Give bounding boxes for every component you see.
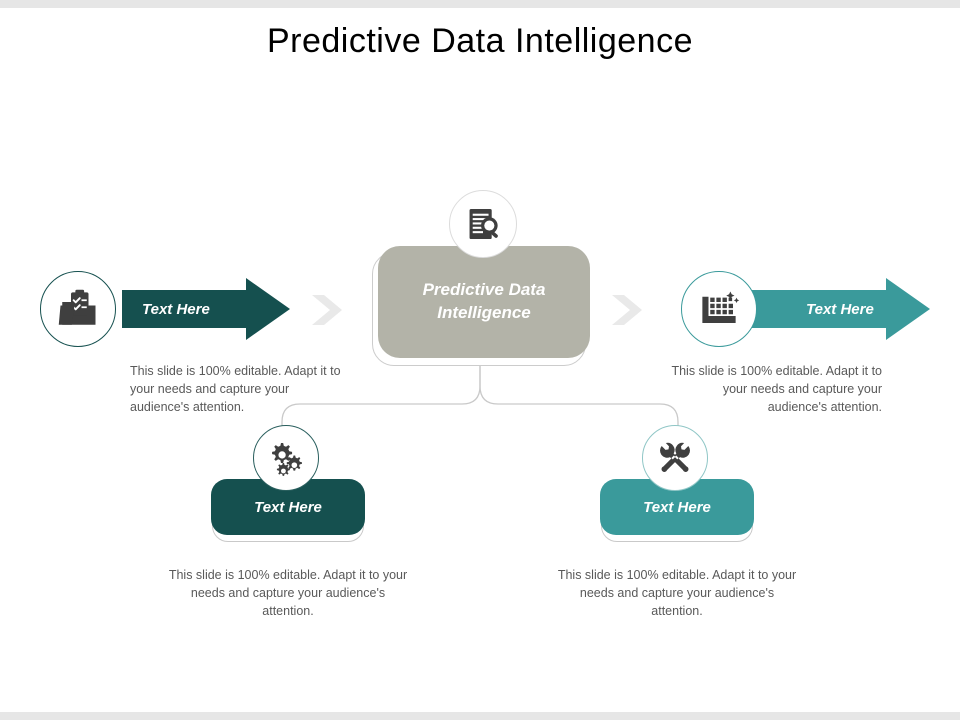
left-arrow[interactable]: Text Here (122, 278, 290, 340)
document-search-icon-badge[interactable] (449, 190, 517, 258)
bottom-left-box-label: Text Here (254, 498, 322, 516)
right-description: This slide is 100% editable. Adapt it to… (671, 364, 882, 415)
keyboard-sparkle-icon (702, 291, 740, 323)
top-edge-band (0, 0, 960, 8)
tools-icon (660, 442, 690, 472)
bottom-left-box[interactable]: Text Here (211, 479, 365, 535)
left-arrow-shape[interactable] (122, 278, 290, 340)
left-chevron-right-icon (312, 295, 342, 325)
center-box[interactable]: Predictive Data Intelligence (378, 246, 590, 358)
tools-icon-badge[interactable] (642, 425, 708, 491)
keyboard-sparkle-icon-badge[interactable] (681, 271, 757, 347)
document-search-icon (469, 208, 498, 240)
clipboard-folder-icon (58, 289, 96, 325)
right-arrow-label: Text Here (806, 300, 874, 318)
right-arrow[interactable]: Text Here (712, 278, 930, 340)
gears-icon-badge[interactable] (253, 425, 319, 491)
bottom-edge-band (0, 712, 960, 720)
bottom-right-description: This slide is 100% editable. Adapt it to… (557, 568, 797, 619)
center-box-label: Predictive Data Intelligence (422, 280, 546, 322)
right-chevron-right-icon (612, 295, 642, 325)
gears-icon (272, 443, 302, 476)
left-arrow-label: Text Here (142, 300, 210, 318)
right-arrow-shape[interactable] (712, 278, 930, 340)
bottom-right-box-label: Text Here (643, 498, 711, 516)
left-description: This slide is 100% editable. Adapt it to… (130, 364, 341, 415)
page-title: Predictive Data Intelligence (266, 22, 693, 60)
bottom-left-description: This slide is 100% editable. Adapt it to… (168, 568, 408, 619)
bracket-connector (281, 352, 679, 448)
clipboard-folder-icon-badge[interactable] (40, 271, 116, 347)
